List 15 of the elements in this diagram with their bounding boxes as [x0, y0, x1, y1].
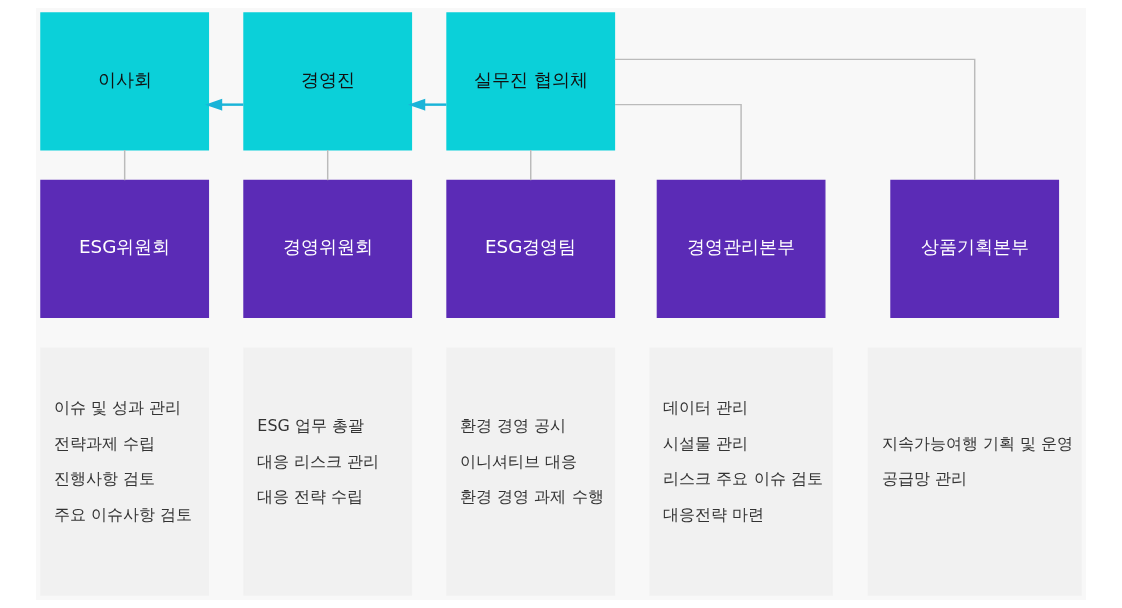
connector [123, 149, 126, 181]
arrow [205, 98, 244, 111]
node-box: 이사회 [40, 12, 210, 151]
arrow [408, 98, 447, 111]
node-box: 실무진 협의체 [446, 12, 616, 151]
node-box: 경영관리본부 [656, 179, 826, 319]
connector [614, 103, 742, 181]
connector [326, 149, 329, 181]
node-box: ESG경영팀 [446, 179, 616, 319]
node-box: 경영진 [243, 12, 413, 151]
connector [530, 149, 532, 181]
node-box: ESG위원회 [40, 179, 210, 319]
node-box: 경영위원회 [243, 179, 413, 319]
connector [614, 58, 976, 181]
node-box: 상품기획본부 [890, 179, 1060, 319]
